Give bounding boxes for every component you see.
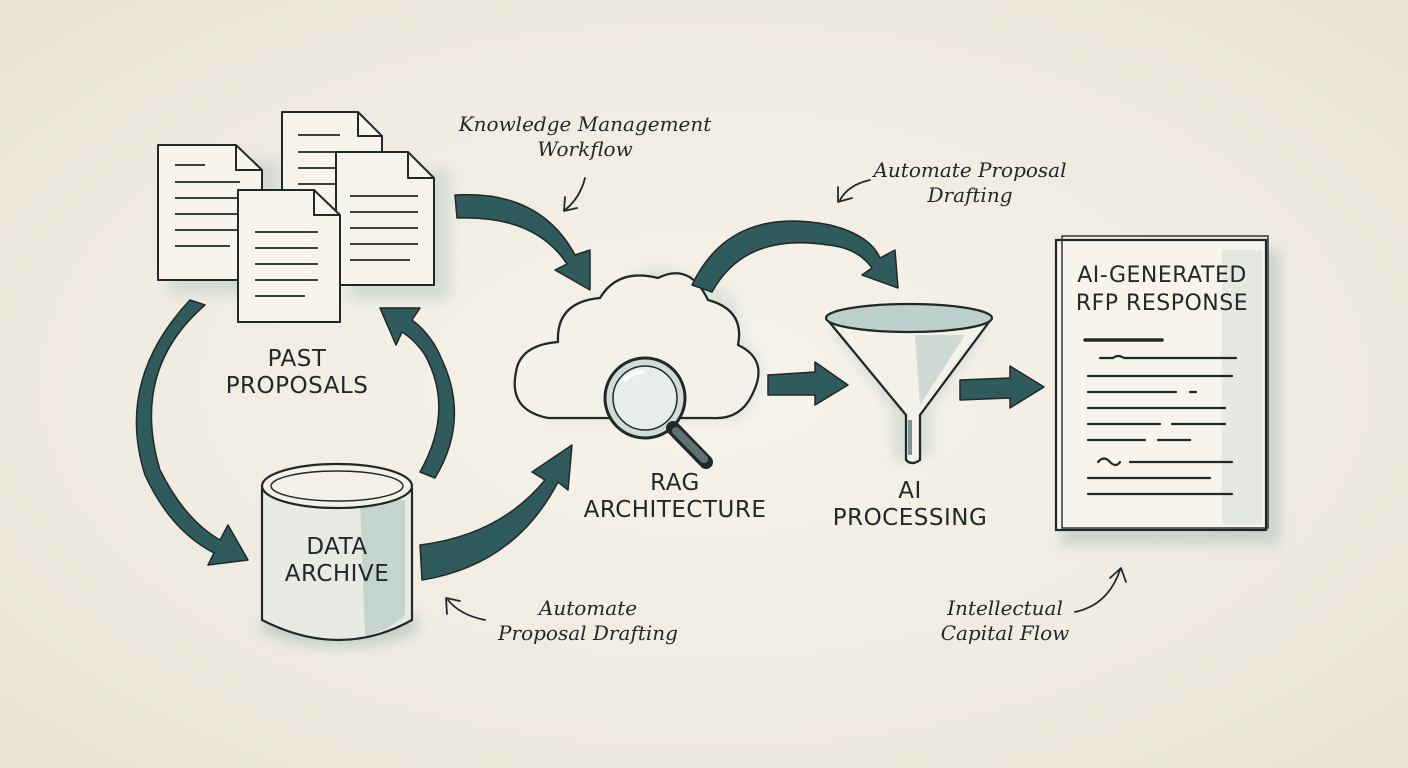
arrow-archive-to-rag	[419, 444, 573, 581]
past-proposals-label: PAST PROPOSALS	[225, 346, 369, 400]
intellectual-capital-note: Intellectual Capital Flow	[940, 596, 1070, 645]
rag-architecture-label: RAG ARCHITECTURE	[583, 470, 767, 524]
document-icon	[1054, 235, 1280, 545]
arrow-docs-to-rag	[454, 193, 591, 291]
funnel-icon	[824, 302, 994, 465]
arrow-ai-to-rfp	[959, 365, 1045, 409]
knowledge-management-note: Knowledge Management Workflow	[458, 112, 712, 161]
pointer-automate-top	[839, 179, 871, 201]
pointer-knowledge	[564, 177, 586, 211]
arrow-rag-to-ai-arc	[691, 220, 899, 293]
arrow-archive-to-proposals	[379, 307, 456, 479]
annotation-pointers	[445, 177, 1127, 621]
automate-drafting-top-note: Automate Proposal Drafting	[873, 158, 1067, 207]
pointer-intellectual	[1074, 569, 1121, 613]
flow-arrows	[135, 193, 1045, 581]
database-cylinder-icon	[260, 462, 420, 647]
arrow-rag-to-ai	[767, 361, 849, 406]
automate-drafting-bottom-note: Automate Proposal Drafting	[498, 596, 678, 645]
rfp-response-title: AI-GENERATED RFP RESPONSE	[1075, 263, 1249, 316]
magnifier-icon	[603, 356, 713, 469]
ai-processing-label: AI PROCESSING	[832, 478, 988, 532]
data-archive-label: DATA ARCHIVE	[284, 534, 390, 588]
document-stack-icon	[157, 111, 450, 323]
cloud-icon	[513, 268, 761, 421]
pointer-automate-bottom	[447, 599, 486, 621]
arrow-proposals-to-archive	[135, 299, 249, 566]
